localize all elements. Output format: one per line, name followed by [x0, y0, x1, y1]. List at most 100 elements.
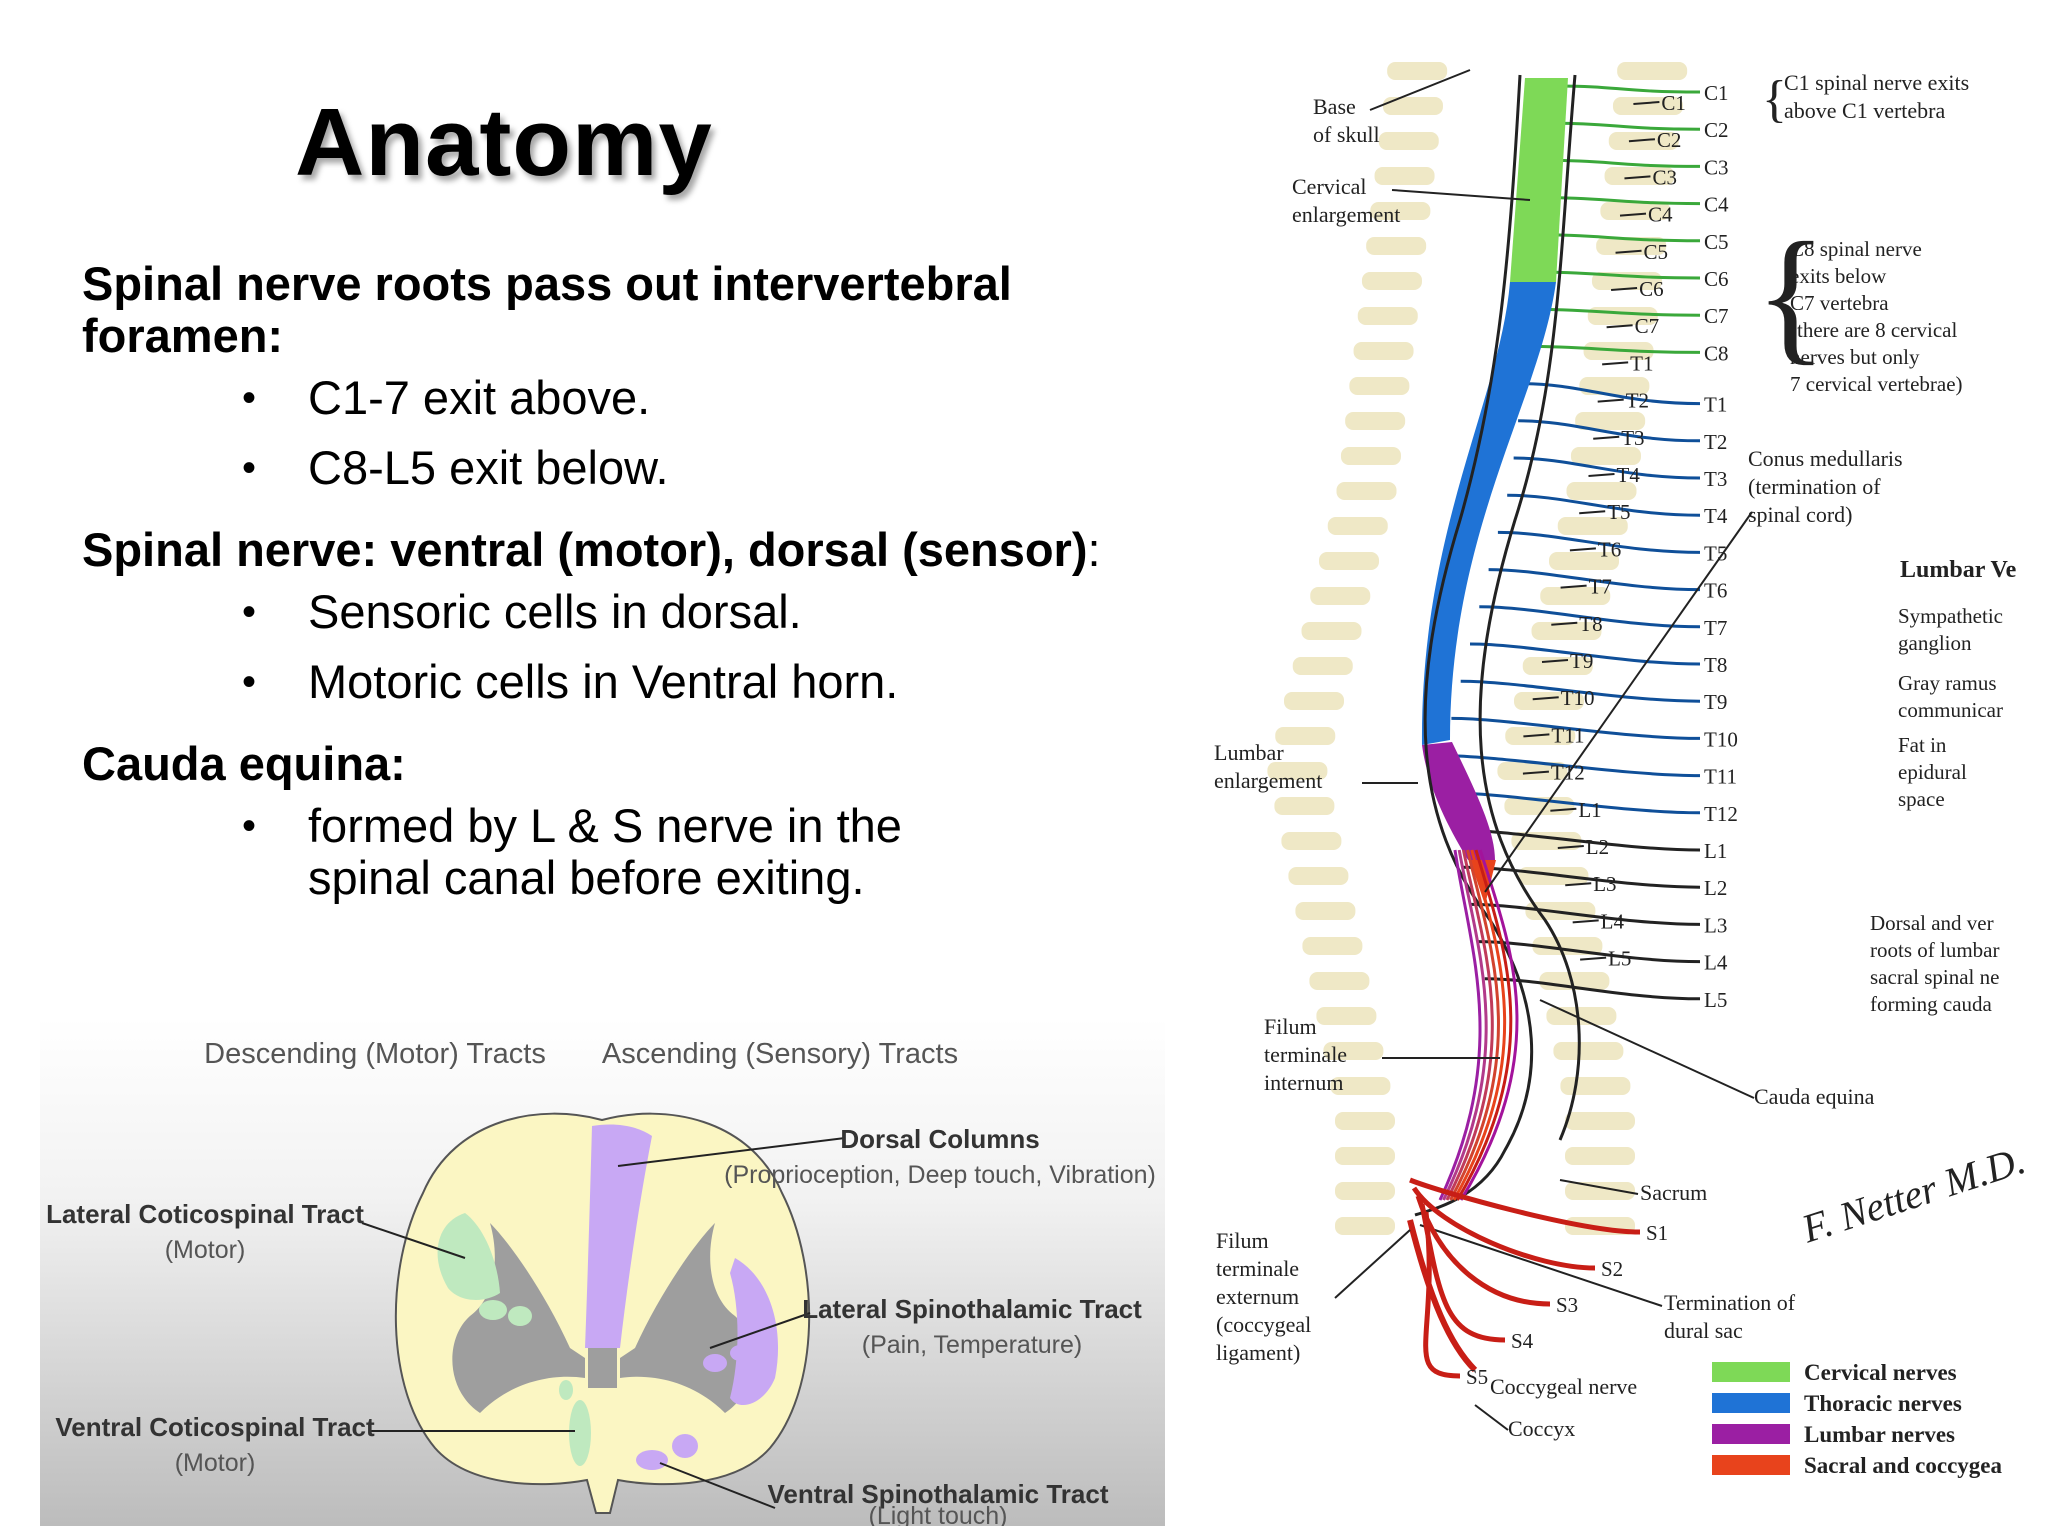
brace-icon: {	[1755, 212, 1827, 378]
spinal-nerve	[1442, 754, 1701, 778]
vertebra	[1330, 1077, 1391, 1095]
lateral-corticospinal-shape	[437, 1213, 500, 1300]
nerve-label: L5	[1704, 988, 1727, 1012]
nerve-label: T9	[1704, 690, 1727, 714]
lateral-spinothalamic-desc: (Pain, Temperature)	[862, 1331, 1082, 1359]
vertebra	[1357, 307, 1418, 325]
vertebra-tick	[1569, 547, 1596, 552]
leader-line	[1391, 189, 1531, 201]
netter-signature: F. Netter M.D.	[1795, 1137, 2030, 1252]
heading-text: Spinal nerve: ventral (motor), dorsal (s…	[82, 523, 1088, 576]
nerve-label: C4	[1704, 193, 1729, 217]
legend-label: Thoracic nerves	[1804, 1391, 1962, 1416]
leader-line	[1334, 1229, 1411, 1299]
spinal-nerve	[1479, 605, 1701, 629]
vertebra	[1323, 1042, 1384, 1060]
vertebra-tick	[1541, 659, 1569, 663]
vertebra	[1349, 377, 1410, 395]
cauda-fiber	[1442, 849, 1488, 1201]
nerve-label: T7	[1704, 616, 1727, 640]
thoracic-cord	[1421, 282, 1556, 745]
vertebra	[1540, 587, 1611, 605]
vertebra-label: T7	[1589, 575, 1612, 599]
vertebra-label: C7	[1635, 314, 1660, 338]
vertebra-label: T3	[1621, 426, 1644, 450]
nerve-label: T4	[1704, 504, 1728, 528]
vertebra	[1565, 1147, 1635, 1165]
vertebra	[1340, 447, 1401, 465]
vertebra	[1378, 132, 1439, 150]
vertebra	[1292, 657, 1353, 675]
vertebra-label: L1	[1578, 798, 1601, 822]
sensory-small-shape	[730, 1345, 750, 1361]
bullet-list-spinal-nerve: Sensoric cells in dorsal. Motoric cells …	[82, 586, 1222, 709]
ventral-corticospinal-shape	[569, 1400, 591, 1466]
dura-outline	[1414, 74, 1581, 1217]
slide-title: Anatomy	[295, 89, 713, 196]
vertebra-label: L2	[1586, 835, 1609, 859]
vertebra	[1335, 1182, 1395, 1200]
vertebra-tick	[1550, 807, 1577, 812]
vertebra	[1374, 167, 1435, 185]
lateral-corticospinal-label: Lateral Coticospinal Tract	[46, 1199, 364, 1229]
vertebra	[1345, 412, 1406, 430]
vertebra-tick	[1628, 138, 1656, 143]
spinal-nerve	[1460, 679, 1701, 703]
cauda-fiber	[1459, 849, 1519, 1201]
vertebra	[1335, 1147, 1395, 1165]
spinal-nerve	[1451, 716, 1701, 740]
vertebra	[1335, 1112, 1395, 1130]
leader-line	[1369, 69, 1471, 111]
ventral-spinothalamic-desc: (Light touch)	[869, 1502, 1008, 1526]
vertebral-column	[1267, 62, 1688, 1235]
cauda-equina-fibers	[1438, 849, 1519, 1201]
lateral-corticospinal-desc: (Motor)	[165, 1236, 246, 1264]
cauda-equina-label: Cauda equina	[1754, 1084, 1875, 1109]
spinal-nerve	[1488, 568, 1701, 592]
coccygeal-nerve	[1407, 1219, 1478, 1373]
vertebra	[1570, 447, 1641, 465]
vertebra	[1604, 167, 1675, 185]
text-block: Spinal nerve roots pass out intervertebr…	[82, 258, 1222, 934]
sacral-nerve	[1423, 1211, 1461, 1379]
cauda-fiber	[1452, 849, 1507, 1201]
vertebra	[1302, 937, 1363, 955]
leader-line	[617, 1137, 846, 1167]
cauda-fiber	[1438, 849, 1482, 1201]
leader-line	[1559, 1179, 1639, 1195]
vertebra-label: L3	[1593, 872, 1616, 896]
vertebra-label: T1	[1630, 351, 1653, 375]
vertebra-label: T9	[1570, 649, 1593, 673]
vertebra-label: L5	[1608, 947, 1631, 971]
motor-small-shape	[559, 1380, 573, 1400]
spinal-nerve	[1558, 84, 1701, 94]
nerve-label: C1	[1704, 81, 1729, 105]
vertebra	[1514, 692, 1584, 710]
header-descending: Descending (Motor) Tracts	[204, 1038, 546, 1070]
vertebra	[1565, 1182, 1635, 1200]
vertebra-label: C2	[1657, 128, 1682, 152]
section-heading-cauda: Cauda equina:	[82, 737, 406, 790]
vertebra	[1284, 692, 1344, 710]
vertebra	[1617, 62, 1688, 80]
vertebra	[1575, 412, 1646, 430]
spinal-nerves-diagram: C1C2C3C4C5C6C7C8T1T2T3T4T5T6T7T8T9T10T11…	[1214, 62, 2030, 1478]
spinal-nerve	[1527, 344, 1701, 354]
nerve-label: C8	[1704, 341, 1729, 365]
spinal-nerves: C1C2C3C4C5C6C7C8T1T2T3T4T5T6T7T8T9T10T11…	[1442, 81, 1738, 1012]
vertebra	[1274, 797, 1335, 815]
sacral-label: S5	[1466, 1365, 1488, 1389]
legend-label: Sacral and coccygea	[1804, 1453, 2003, 1478]
vertebra-tick	[1572, 919, 1599, 924]
vertebra	[1497, 762, 1568, 780]
vertebra	[1335, 1217, 1395, 1235]
bullet-item: Sensoric cells in dorsal.	[82, 586, 1222, 639]
